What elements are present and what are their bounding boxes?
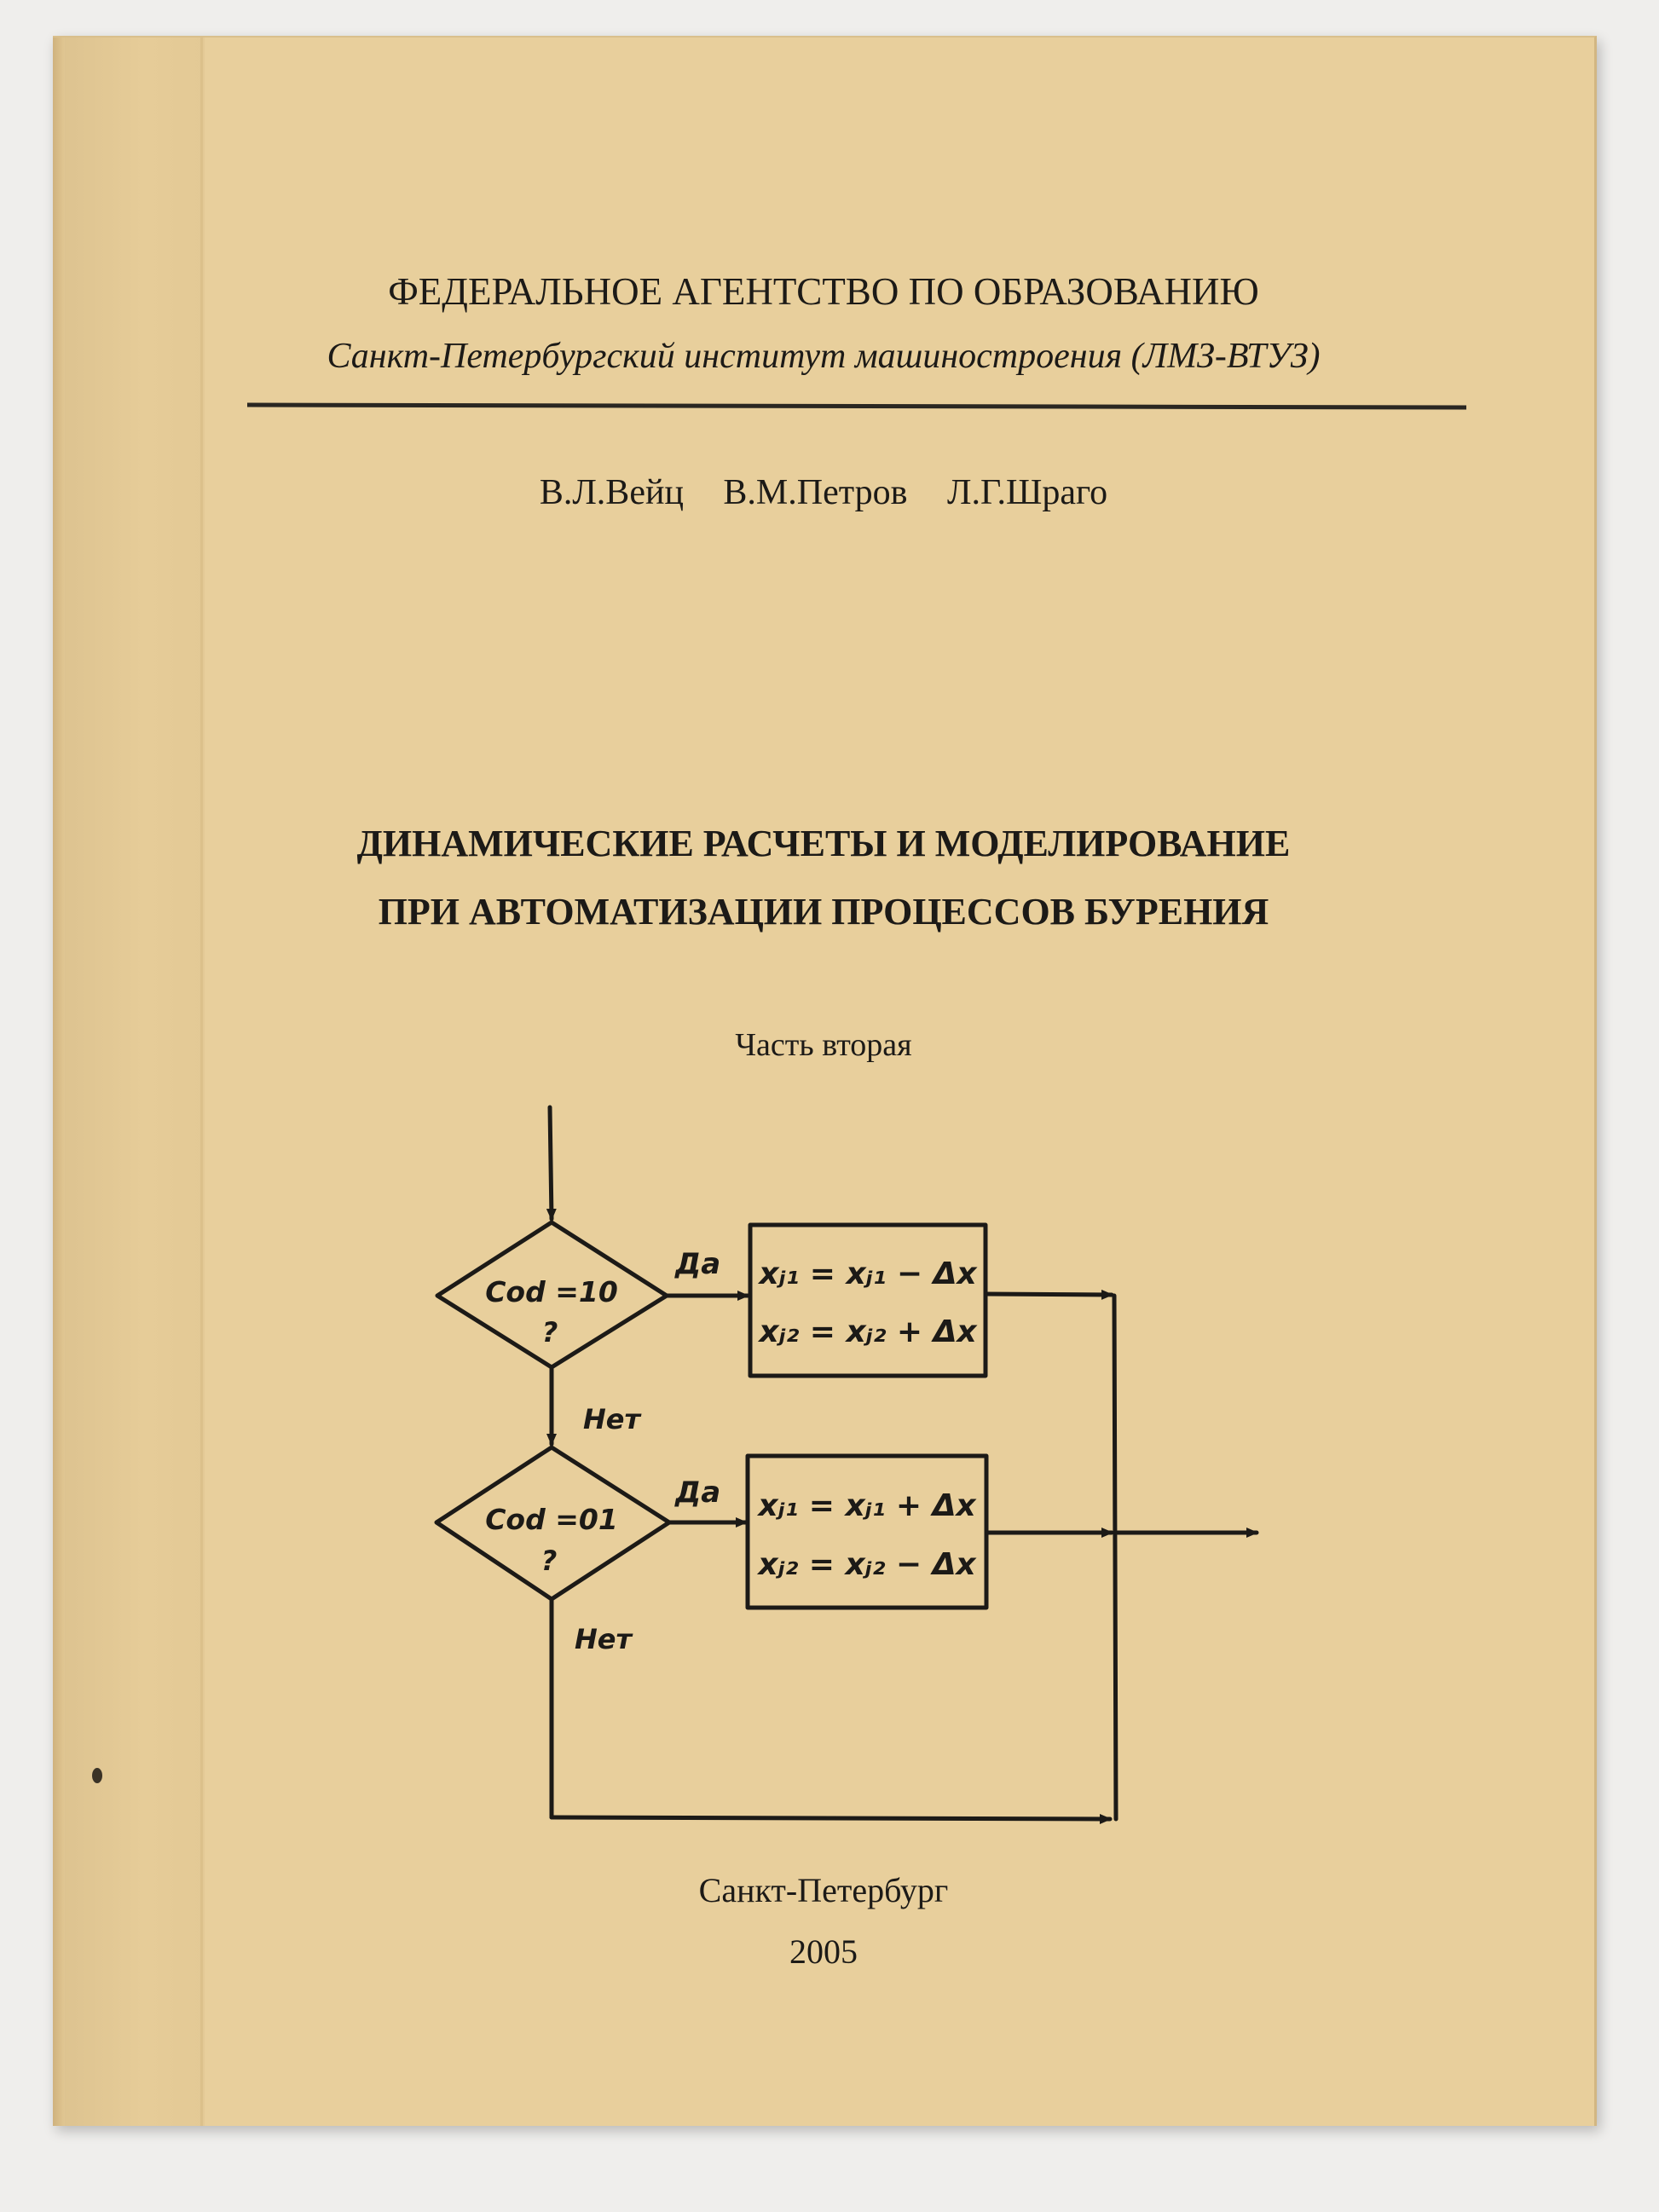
- spine-band: [53, 38, 205, 2126]
- book-cover: ФЕДЕРАЛЬНОЕ АГЕНТСТВО ПО ОБРАЗОВАНИЮ Сан…: [53, 36, 1597, 2126]
- block-2-formula-2: xⱼ₂ = xⱼ₂ − Δx: [756, 1547, 977, 1582]
- authors-line: В.Л.Вейц В.М.Петров Л.Г.Шраго: [53, 472, 1594, 513]
- bottom-return: [549, 1813, 1113, 1824]
- no-label-2: Нет: [575, 1623, 633, 1655]
- decision-1-condition: Cod =10: [485, 1275, 618, 1308]
- block-2-formula-1: xⱼ₁ = xⱼ₁ + Δx: [756, 1488, 977, 1523]
- part-label: Часть вторая: [735, 1027, 912, 1063]
- publication-city: Санкт-Петербург: [698, 1871, 949, 1909]
- agency-heading: ФЕДЕРАЛЬНОЕ АГЕНТСТВО ПО ОБРАЗОВАНИЮ: [388, 270, 1259, 313]
- merge-line: [1112, 1293, 1119, 1822]
- decision-1-question: ?: [542, 1316, 558, 1349]
- block-1-formula-1: xⱼ₁ = xⱼ₁ − Δx: [757, 1256, 978, 1291]
- author-3: Л.Г.Шраго: [946, 473, 1108, 512]
- spine-fold-line: [200, 38, 203, 2126]
- block-1-formula-2: xⱼ₂ = xⱼ₂ + Δx: [757, 1314, 978, 1349]
- book-title-line-1: ДИНАМИЧЕСКИЕ РАСЧЕТЫ И МОДЕЛИРОВАНИЕ: [356, 823, 1291, 864]
- institute-heading: Санкт-Петербургский институт машинострое…: [327, 337, 1321, 376]
- process-block-2: [745, 1453, 989, 1610]
- decision-2-question: ?: [541, 1545, 558, 1577]
- author-2: В.М.Петров: [723, 473, 908, 512]
- publication-year: 2005: [789, 1932, 858, 1971]
- block-1-output: [983, 1289, 1114, 1300]
- binding-hole: [92, 1768, 102, 1783]
- no-label-1: Нет: [583, 1403, 642, 1435]
- entry-arrow: [546, 1105, 557, 1222]
- flowchart: Cod =10 ? Cod =01 ? Да Да Нет Нет xⱼ₁ = …: [434, 1105, 1259, 1824]
- process-block-1: [748, 1222, 988, 1378]
- author-1: В.Л.Вейц: [539, 473, 684, 512]
- book-title-line-2: ПРИ АВТОМАТИЗАЦИИ ПРОЦЕССОВ БУРЕНИЯ: [378, 891, 1269, 933]
- yes-label-1: Да: [674, 1247, 720, 1281]
- yes-label-2: Да: [674, 1476, 720, 1510]
- decision-2-condition: Cod =01: [485, 1503, 618, 1536]
- spine-edge: [53, 38, 65, 2126]
